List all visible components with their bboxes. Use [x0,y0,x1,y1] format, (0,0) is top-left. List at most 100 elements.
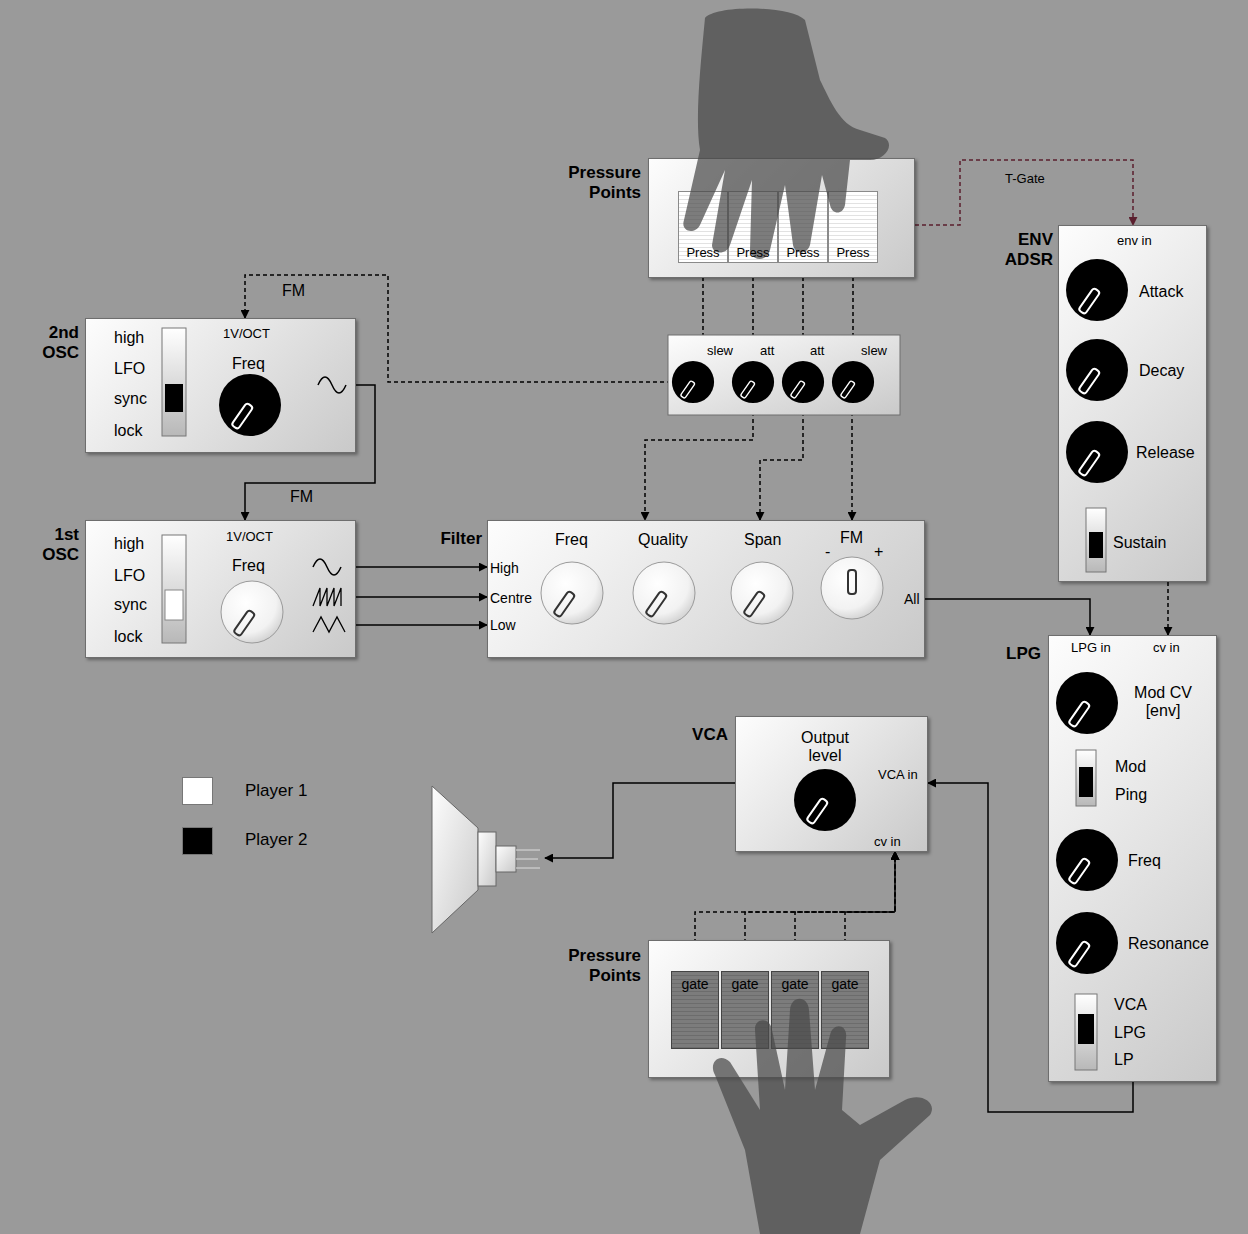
control-label: gate [774,976,816,992]
control-label: Sustain [1113,534,1166,552]
control-label: env in [1117,234,1152,249]
control-label: FM [840,529,863,547]
switch-handle [1089,532,1103,558]
control-label: Freq [1128,852,1161,870]
control-label: Span [744,531,781,549]
control-label: Press [682,246,724,261]
module-title: 1st OSC [34,525,79,564]
edge-label: T-Gate [1003,172,1047,187]
control-label: Low [490,617,516,633]
control-label: lock [114,628,142,646]
oscillator-module: 1st OSC1V/OCTFreqhighLFOsynclock [85,520,356,658]
control-label: Press [832,246,874,261]
knob [1056,829,1118,891]
control-label: VCA in [878,768,918,783]
control-label: lock [114,422,142,440]
control-label: Output level [791,729,859,766]
audio-connector [925,599,1090,635]
knob [832,361,874,403]
control-label: All [904,591,920,607]
control-label: Ping [1115,786,1147,804]
switch-track [1075,994,1097,1070]
knob [821,557,883,619]
control-label: cv in [1153,641,1180,656]
control-label: 1V/OCT [223,327,270,342]
switch-track [1076,750,1096,806]
speaker-cone [432,786,478,933]
knob [219,374,281,436]
switch-handle [1078,1014,1094,1044]
control-label: sync [114,596,147,614]
knob [782,361,824,403]
slider-track [162,328,186,436]
hand-top [683,8,889,259]
edge-label: FM [288,488,315,506]
speaker-magnet [496,846,516,872]
control-label: att [760,344,774,359]
control-label: Freq [555,531,588,549]
switch-handle [1079,767,1093,797]
control-label: Freq [232,355,265,373]
attenuator-strip [668,335,900,415]
knob [1066,421,1128,483]
control-label: gate [674,976,716,992]
legend-swatch [182,827,213,855]
module-title: Pressure Points [561,163,641,202]
legend-text: Player 2 [245,830,307,850]
knob [541,562,603,624]
slider-track [162,535,186,643]
control-label: high [114,329,144,347]
oscillator-module: 2nd OSC1V/OCTFreqhighLFOsynclock [85,318,356,453]
gate-cell: gate [671,971,719,1049]
knob [1056,912,1118,974]
legend-text: Player 1 [245,781,307,801]
control-label: 1V/OCT [226,530,273,545]
module-title: ENV ADSR [1001,230,1053,269]
control-label: gate [824,976,866,992]
hand-bottom [713,999,932,1234]
knob [672,361,714,403]
control-label: LPG in [1071,641,1111,656]
audio-connector [356,566,487,568]
control-label: high [114,535,144,553]
cv-connector [1167,582,1169,635]
control-label: slew [707,344,733,359]
control-label: slew [861,344,887,359]
sine-wave [318,377,346,393]
control-label: LPG [1114,1024,1146,1042]
control-label: att [810,344,824,359]
speaker-lines [516,850,540,868]
module-title: 2nd OSC [34,323,79,362]
sine-wave [313,559,341,575]
switch-track [1086,508,1106,572]
module-title: Pressure Points [561,946,641,985]
output-wire [545,783,735,858]
control-label: cv in [874,835,901,850]
control-label: High [490,560,519,576]
knob [633,562,695,624]
saw-wave [313,588,341,606]
control-label: gate [724,976,766,992]
control-label: LFO [114,360,145,378]
control-label: VCA [1114,996,1147,1014]
control-label: Centre [490,590,532,606]
control-label: Quality [638,531,688,549]
control-label: Decay [1139,362,1184,380]
control-label: LP [1114,1051,1134,1069]
knob [1066,259,1128,321]
control-label: Attack [1139,283,1183,301]
knob [1056,672,1118,734]
module-title: LPG [989,644,1041,664]
knob [732,361,774,403]
control-label: Resonance [1128,935,1209,953]
cv-connector [851,405,853,520]
triangle-wave [313,617,345,632]
knob [731,562,793,624]
control-label: Freq [232,557,265,575]
knob [1066,339,1128,401]
audio-connector [356,624,487,626]
control-label: Press [782,246,824,261]
control-label: Release [1136,444,1195,462]
cv-connector [915,160,1133,225]
slider-handle [165,384,183,412]
